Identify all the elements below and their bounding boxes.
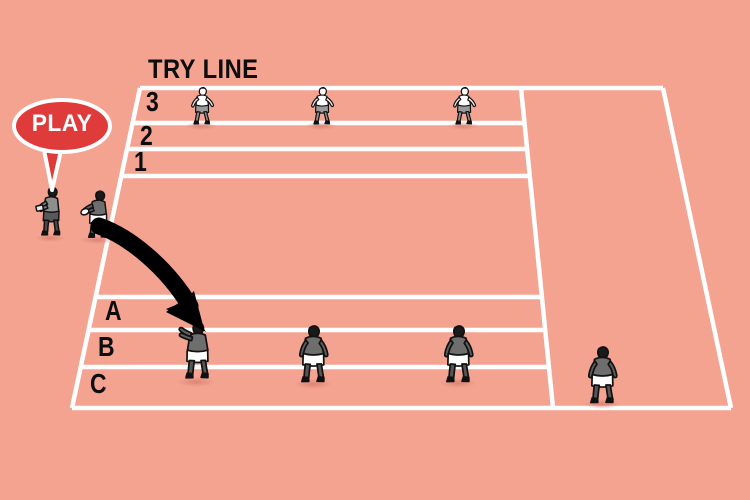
- lane-label-c: C: [90, 368, 107, 399]
- defender-white-2: [310, 86, 335, 125]
- centre-channel-line: [518, 87, 556, 409]
- attacker-grey-4: [587, 346, 618, 404]
- defender-white-1: [190, 86, 215, 125]
- pass-direction-arrow: [90, 217, 206, 332]
- lane-label-a: A: [105, 295, 122, 326]
- play-callout-label-wrap: PLAY: [14, 96, 110, 158]
- attacker-grey-2: [298, 325, 329, 383]
- coach-figure: [35, 186, 61, 236]
- lane-label-3: 3: [146, 86, 159, 117]
- defender-white-3: [452, 86, 477, 125]
- receiver-figure: [178, 321, 209, 379]
- lane-label-b: B: [98, 331, 115, 362]
- play-callout: [12, 98, 112, 192]
- attacker-grey-3: [443, 325, 474, 383]
- pitch-lines: [69, 85, 734, 411]
- right-touchline: [660, 87, 734, 409]
- lane-label-2: 2: [140, 120, 153, 151]
- try-line-label: TRY LINE: [148, 54, 259, 84]
- play-callout-label: PLAY: [31, 110, 93, 137]
- lane-label-1: 1: [134, 146, 147, 177]
- left-touchline: [69, 87, 143, 409]
